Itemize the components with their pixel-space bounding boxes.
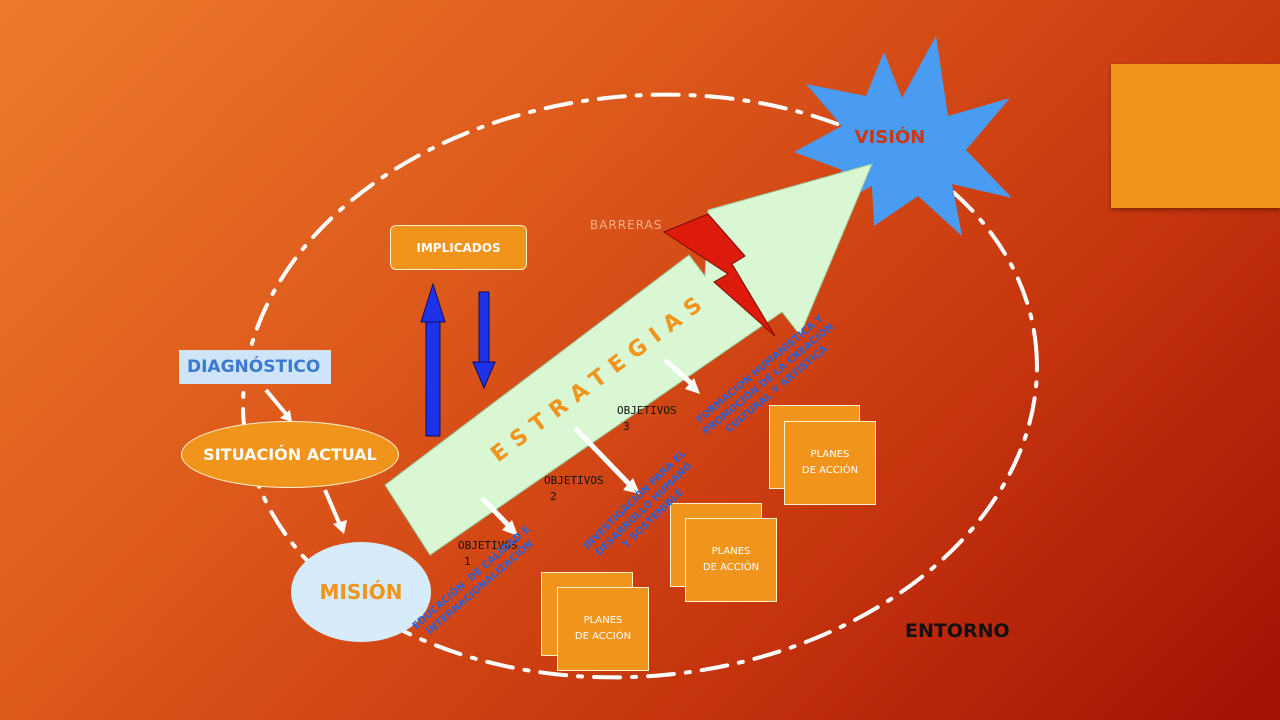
vision-label: VISIÓN xyxy=(854,126,926,148)
barrier-lightning-icon xyxy=(662,213,776,337)
objetivos-3-title: OBJETIVOS xyxy=(617,404,677,417)
plan-2: PLANES DE ACCIÓN xyxy=(685,518,777,602)
up-arrow-icon xyxy=(420,282,446,437)
plan-2-title: PLANES xyxy=(711,546,751,557)
objetivos-3-number: 3 xyxy=(623,420,630,433)
objetivos-2-number: 2 xyxy=(550,490,557,503)
mision-ellipse: MISIÓN xyxy=(291,542,431,642)
plan-3-subtitle: DE ACCIÓN xyxy=(801,465,859,476)
situacion-actual-ellipse: SITUACIÓN ACTUAL xyxy=(181,421,399,488)
objetivos-2-title: OBJETIVOS xyxy=(544,474,604,487)
barreras-label: BARRERAS xyxy=(590,218,663,232)
diagnostico-box: DIAGNÓSTICO xyxy=(179,350,331,384)
plan-1-subtitle: DE ACCIÓN xyxy=(574,631,632,642)
objetivos-1-number: 1 xyxy=(464,555,471,568)
plan-3: PLANES DE ACCIÓN xyxy=(784,421,876,505)
objetivos-3: OBJETIVOS 3 xyxy=(617,403,677,435)
objetivos-1: OBJETIVOS 1 xyxy=(458,538,518,570)
white-arrows xyxy=(264,358,700,536)
corner-decoration xyxy=(1111,64,1280,208)
implicados-box: IMPLICADOS xyxy=(390,225,527,270)
plan-1-title: PLANES xyxy=(583,615,623,626)
objetivos-2: OBJETIVOS 2 xyxy=(544,473,604,505)
plan-1: PLANES DE ACCIÓN xyxy=(557,587,649,671)
plan-3-title: PLANES xyxy=(810,449,850,460)
objetivos-1-title: OBJETIVOS xyxy=(458,539,518,552)
strategy-arrow xyxy=(384,163,873,556)
entorno-label: ENTORNO xyxy=(905,620,1010,642)
plan-2-subtitle: DE ACCIÓN xyxy=(702,562,760,573)
down-arrow-icon xyxy=(472,291,496,390)
